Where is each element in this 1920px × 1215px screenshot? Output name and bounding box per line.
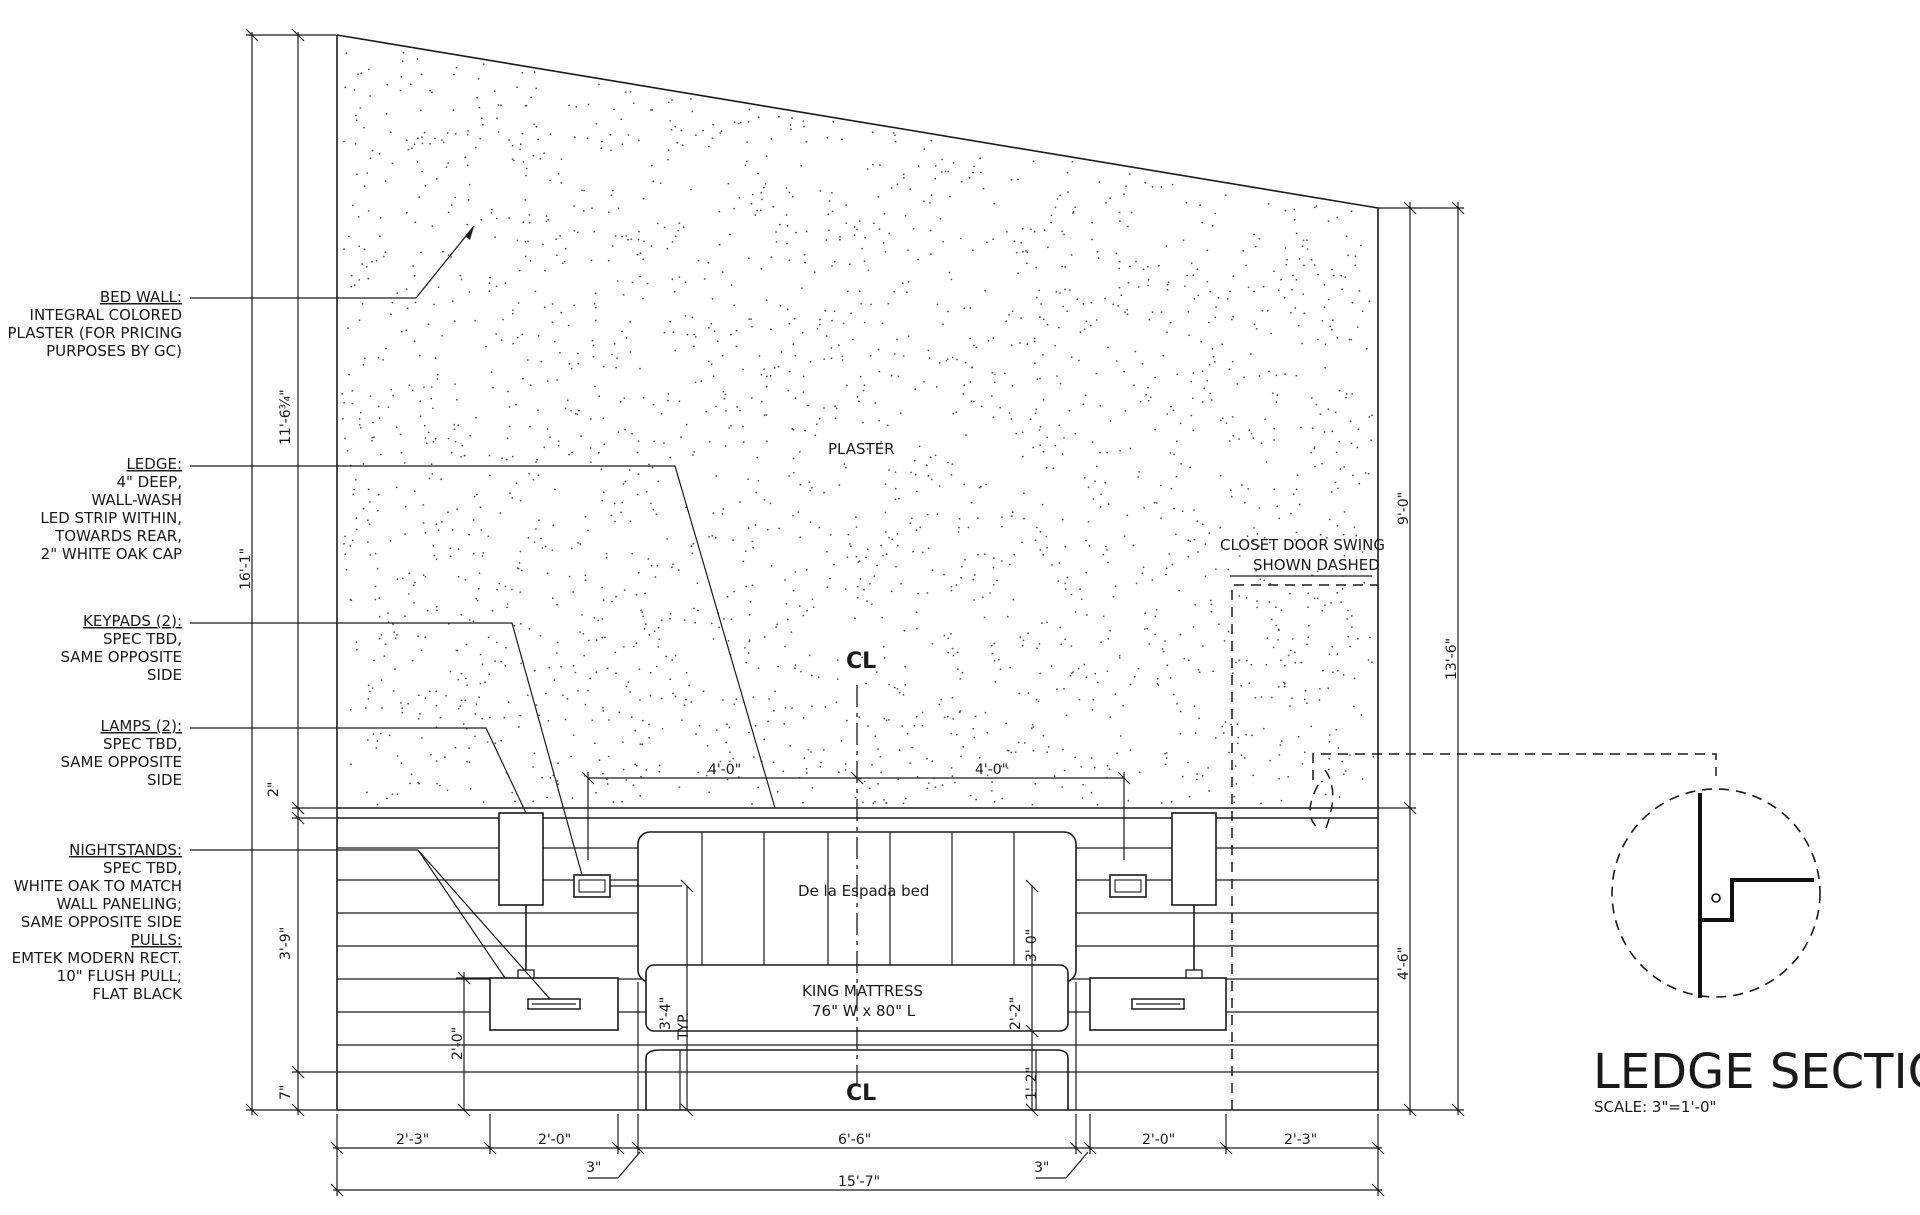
note-lamps-line: SIDE: [147, 771, 182, 789]
dim-bed-leg: 1'-2": [1024, 1067, 1040, 1100]
section-scale: SCALE: 3"=1'-0": [1594, 1098, 1716, 1116]
lamp-right: [1171, 812, 1217, 979]
note-bed-wall-line: PLASTER (FOR PRICING: [8, 324, 182, 342]
note-keypads-line: SIDE: [147, 666, 182, 684]
note-nightstands: NIGHTSTANDS: SPEC TBD, WHITE OAK TO MATC…: [12, 841, 551, 1003]
note-ledge-line: LED STRIP WITHIN,: [40, 509, 182, 527]
dim-left-panel: 3'-9": [278, 927, 294, 960]
note-keypads-title: KEYPADS (2):: [83, 612, 182, 630]
right-dimensions: 9'-0" 4'-6" 13'-6": [1378, 201, 1465, 1117]
note-ledge-line: 2" WHITE OAK CAP: [41, 545, 182, 563]
note-keypads-line: SAME OPPOSITE: [60, 648, 182, 666]
keypad-left: [573, 874, 611, 898]
note-bed-wall-line: PURPOSES BY GC): [46, 342, 182, 360]
centerline-mark-top: CL: [846, 649, 876, 674]
bed-label: De la Espada bed: [798, 882, 929, 900]
dim-left-base: 7": [278, 1085, 294, 1100]
keypad-right: [1109, 874, 1147, 898]
typ-label: TYP.: [676, 1012, 692, 1041]
dim-bottom-1: 2'-3": [396, 1132, 429, 1148]
interior-dimensions: 2'-0" 3'-4" TYP. 3'-0" 2'-2" 1'-2" 4'-0"…: [450, 762, 1131, 1117]
mattress-title: KING MATTRESS: [802, 982, 923, 1000]
dim-nightstand-height: 2'-0": [450, 1027, 466, 1060]
note-ledge: LEDGE: 4" DEEP, WALL-WASH LED STRIP WITH…: [40, 455, 776, 809]
dim-bottom-gap-left: 3": [586, 1160, 601, 1176]
note-nightstands-line: WALL PANELING;: [57, 895, 182, 913]
dim-left-ledge: 2": [266, 782, 282, 797]
note-bed-wall-line: INTEGRAL COLORED: [30, 306, 182, 324]
note-ledge-line: WALL-WASH: [91, 491, 182, 509]
note-lamps: LAMPS (2): SPEC TBD, SAME OPPOSITE SIDE: [60, 717, 527, 814]
centerline: CL CL: [846, 649, 876, 1106]
dim-left-total: 16'-1": [238, 548, 254, 590]
dim-bottom-3: 2'-0": [1142, 1132, 1175, 1148]
bottom-dimensions: 2'-3" 2'-0" 3" 6'-6" 3" 2'-0" 2'-3" 15'-…: [330, 1114, 1385, 1197]
closet-label-line1: CLOSET DOOR SWING: [1220, 536, 1385, 554]
note-nightstands-title: NIGHTSTANDS:: [69, 841, 182, 859]
dim-bed-headboard: 3'-0": [1024, 929, 1040, 962]
dim-right-upper: 9'-0": [1396, 492, 1412, 525]
dim-lamp-offset-right: 4'-0": [975, 762, 1008, 778]
dim-bottom-4: 2'-3": [1284, 1132, 1317, 1148]
dim-bottom-gap-right: 3": [1034, 1160, 1049, 1176]
nightstand-left: [489, 977, 619, 1031]
dim-bottom-2: 2'-0": [538, 1132, 571, 1148]
note-pulls-line: 10" FLUSH PULL;: [57, 967, 182, 985]
mattress-size: 76" W x 80" L: [812, 1002, 916, 1020]
note-ledge-line: 4" DEEP,: [116, 473, 182, 491]
note-pulls-line: FLAT BLACK: [92, 985, 183, 1003]
dim-right-lower: 4'-6": [1396, 947, 1412, 980]
note-bed-wall-title: BED WALL:: [100, 288, 182, 306]
closet-label-line2: SHOWN DASHED: [1253, 556, 1380, 574]
note-pulls-title: PULLS:: [131, 931, 182, 949]
plaster-texture: [341, 51, 1375, 806]
nightstand-right: [1089, 977, 1227, 1031]
plaster-label: PLASTER: [828, 440, 895, 458]
note-keypads-line: SPEC TBD,: [103, 630, 182, 648]
lamp-left: [498, 812, 544, 979]
ledge-section-detail: LEDGE SECTION SCALE: 3"=1'-0": [1593, 788, 1920, 1116]
section-title: LEDGE SECTION: [1593, 1044, 1920, 1100]
dim-right-total: 13'-6": [1444, 638, 1460, 680]
left-dimensions: 16'-1" 11'-6¾" 2" 3'-9" 7": [238, 28, 336, 1117]
note-ledge-line: TOWARDS REAR,: [54, 527, 182, 545]
note-nightstands-line: WHITE OAK TO MATCH: [14, 877, 182, 895]
note-nightstands-line: SPEC TBD,: [103, 859, 182, 877]
dim-left-upper: 11'-6¾": [278, 389, 294, 445]
closet-door-swing: [1231, 584, 1717, 1110]
dim-overall: 15'-7": [838, 1174, 880, 1190]
note-lamps-line: SAME OPPOSITE: [60, 753, 182, 771]
note-ledge-title: LEDGE:: [126, 455, 182, 473]
note-keypads: KEYPADS (2): SPEC TBD, SAME OPPOSITE SID…: [60, 612, 583, 876]
note-pulls-line: EMTEK MODERN RECT.: [12, 949, 182, 967]
note-lamps-title: LAMPS (2):: [100, 717, 182, 735]
dim-lamp-offset-left: 4'-0": [708, 762, 741, 778]
note-nightstands-line: SAME OPPOSITE SIDE: [21, 913, 182, 931]
note-bed-wall: BED WALL: INTEGRAL COLORED PLASTER (FOR …: [8, 225, 475, 360]
dim-bottom-bed: 6'-6": [838, 1132, 871, 1148]
dim-bed-height: 3'-4": [658, 997, 674, 1030]
note-lamps-line: SPEC TBD,: [103, 735, 182, 753]
centerline-mark-bottom: CL: [846, 1081, 876, 1106]
dim-mattress-height: 2'-2": [1008, 997, 1024, 1030]
